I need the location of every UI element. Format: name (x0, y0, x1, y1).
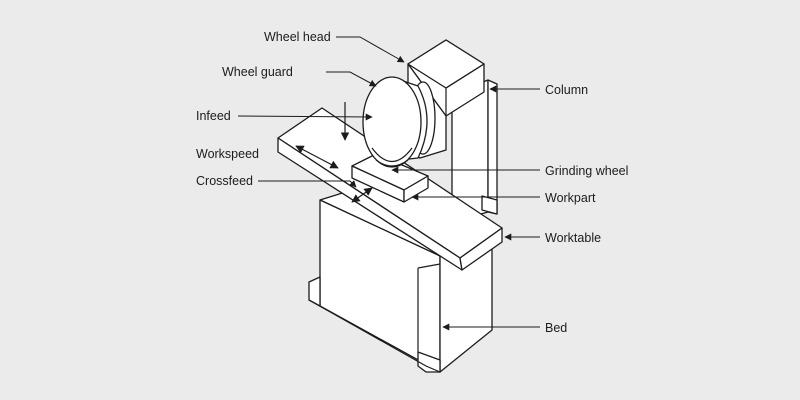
motion-arrows (295, 102, 373, 203)
label-workpart: Workpart (545, 191, 596, 205)
leader-lines (237, 36, 540, 331)
bed-foot-left (308, 276, 321, 307)
grinding-wheel-rim (371, 147, 413, 163)
column-side (487, 79, 498, 215)
leader-infeed (237, 113, 373, 121)
leader-wheel-guard (326, 71, 377, 87)
label-worktable: Worktable (545, 231, 601, 245)
label-grinding-wheel: Grinding wheel (545, 164, 628, 178)
column (451, 79, 498, 223)
workspeed-arrow (295, 145, 339, 169)
bed-base-line (308, 299, 441, 373)
wheel-guard (362, 76, 422, 168)
leader-crossfeed (258, 180, 357, 188)
label-infeed: Infeed (196, 109, 231, 123)
workpart-side (403, 175, 429, 203)
worktable-end (459, 227, 503, 271)
grinding-wheel-contact (375, 159, 409, 167)
label-workspeed: Workspeed (196, 147, 259, 161)
label-bed: Bed (545, 321, 567, 335)
label-crossfeed: Crossfeed (196, 174, 253, 188)
leader-wheel-head (336, 36, 405, 63)
wheel-head-edge (445, 63, 485, 116)
label-wheel-guard: Wheel guard (222, 65, 293, 79)
workpart (351, 153, 429, 203)
bed-recess-line (417, 263, 441, 352)
crossfeed-arrow (351, 187, 373, 203)
label-column: Column (545, 83, 588, 97)
labels: Wheel head Wheel guard Infeed Workspeed … (196, 30, 628, 335)
label-wheel-head: Wheel head (264, 30, 331, 44)
column-ledge (481, 195, 498, 215)
grinding-wheel-assembly (362, 76, 436, 168)
bed-foot-front (417, 351, 441, 373)
